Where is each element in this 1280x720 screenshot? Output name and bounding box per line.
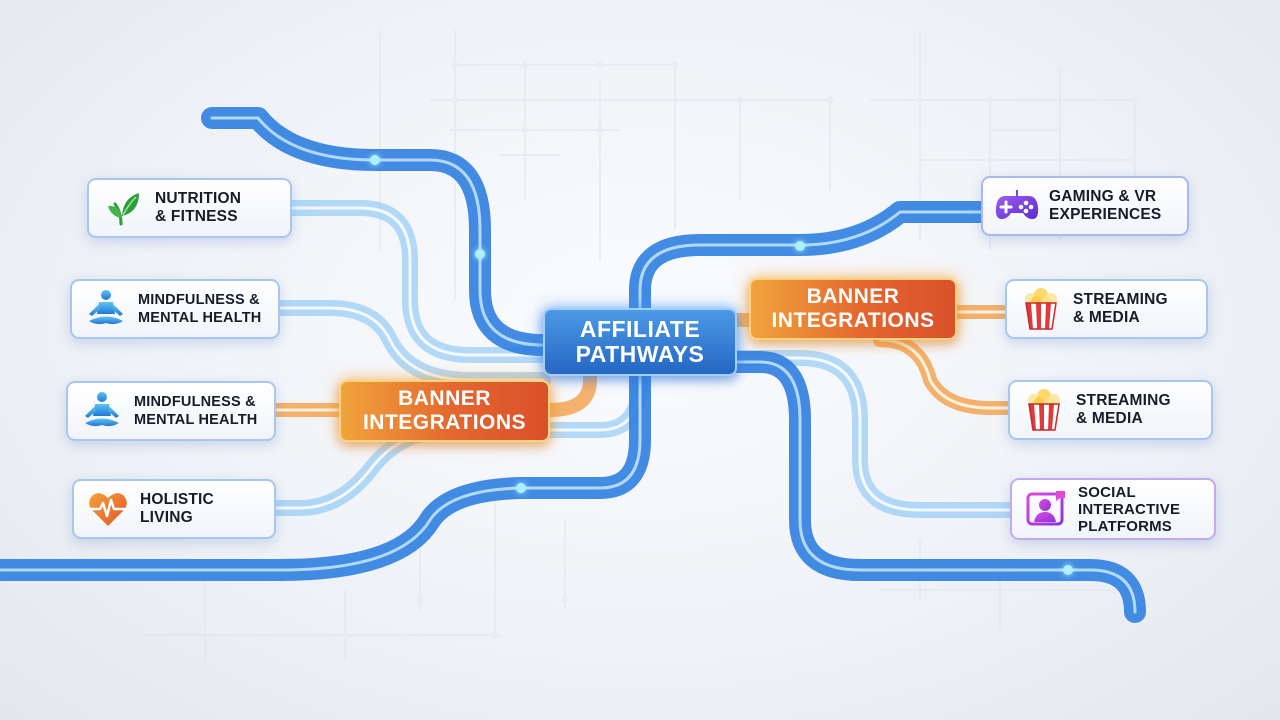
social-profile-icon xyxy=(1024,487,1068,531)
main-pathways xyxy=(0,107,1146,623)
card-line-2: & MEDIA xyxy=(1076,410,1143,427)
grid-nodes xyxy=(136,61,1139,672)
card-line-2: & MEDIA xyxy=(1073,309,1140,326)
card-line-1: HOLISTIC xyxy=(140,491,214,508)
card-line-2: INTERACTIVE xyxy=(1078,500,1181,518)
card-social-interactive-platforms[interactable]: SOCIAL INTERACTIVE PLATFORMS xyxy=(1010,478,1216,540)
card-mindfulness-mental-health-2[interactable]: MINDFULNESS & MENTAL HEALTH xyxy=(66,381,276,441)
banner-integrations-left[interactable]: BANNER INTEGRATIONS xyxy=(339,380,550,442)
meditation-icon xyxy=(80,389,124,433)
glow-nodes xyxy=(370,155,1073,575)
card-line-2: & FITNESS xyxy=(155,208,238,225)
hub-line-1: AFFILIATE xyxy=(579,316,701,342)
card-holistic-living[interactable]: HOLISTIC LIVING xyxy=(72,479,276,539)
popcorn-icon xyxy=(1019,287,1063,331)
card-nutrition-fitness[interactable]: NUTRITION & FITNESS xyxy=(87,178,292,238)
card-line-1: GAMING & VR xyxy=(1049,188,1157,205)
card-line-1: SOCIAL xyxy=(1078,483,1136,501)
card-line-2: EXPERIENCES xyxy=(1049,206,1162,223)
card-line-1: MINDFULNESS & xyxy=(134,394,256,410)
card-line-1: STREAMING xyxy=(1076,392,1171,409)
card-line-2: MENTAL HEALTH xyxy=(134,412,258,428)
meditation-icon xyxy=(84,287,128,331)
card-mindfulness-mental-health-1[interactable]: MINDFULNESS & MENTAL HEALTH xyxy=(70,279,280,339)
gamepad-icon xyxy=(995,184,1039,228)
card-line-3: PLATFORMS xyxy=(1078,517,1173,535)
affiliate-pathways-hub[interactable]: AFFILIATE PATHWAYS xyxy=(543,308,737,376)
heart-pulse-icon xyxy=(86,487,130,531)
banner-right-line-2: INTEGRATIONS xyxy=(771,309,935,332)
card-line-2: LIVING xyxy=(140,509,193,526)
banner-left-line-2: INTEGRATIONS xyxy=(362,411,527,434)
orange-pathways xyxy=(269,305,1017,417)
card-line-1: STREAMING xyxy=(1073,291,1168,308)
card-gaming-vr[interactable]: GAMING & VR EXPERIENCES xyxy=(981,176,1189,236)
banner-integrations-right[interactable]: BANNER INTEGRATIONS xyxy=(749,278,957,340)
card-streaming-media-2[interactable]: STREAMING & MEDIA xyxy=(1008,380,1213,440)
card-line-1: MINDFULNESS & xyxy=(138,292,260,308)
popcorn-icon xyxy=(1022,388,1066,432)
card-line-2: MENTAL HEALTH xyxy=(138,310,262,326)
card-line-1: NUTRITION xyxy=(155,190,242,207)
banner-left-line-1: BANNER xyxy=(398,387,491,410)
leaf-icon xyxy=(101,186,145,230)
banner-right-line-1: BANNER xyxy=(806,285,900,308)
hub-line-2: PATHWAYS xyxy=(575,341,705,367)
card-streaming-media-1[interactable]: STREAMING & MEDIA xyxy=(1005,279,1208,339)
